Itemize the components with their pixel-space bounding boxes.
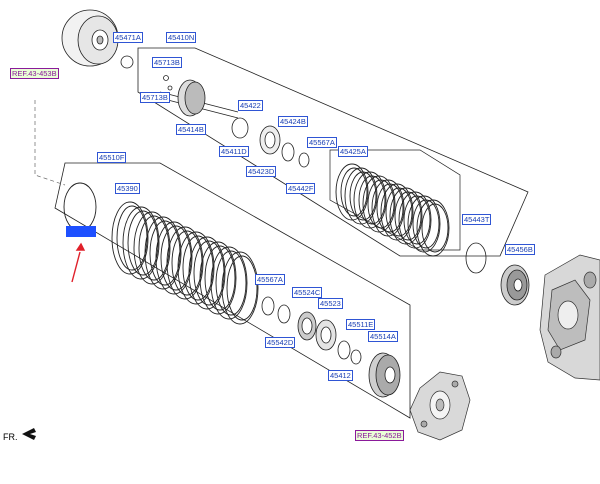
- clutch-plate: [380, 183, 414, 241]
- part-label-45390[interactable]: 45390: [115, 183, 140, 194]
- drum-45514A: [368, 352, 401, 398]
- part-label-45713B-top[interactable]: 45713B: [152, 57, 182, 68]
- part-label-45443T[interactable]: 45443T: [462, 214, 492, 225]
- front-arrow-icon: [22, 428, 36, 440]
- part-label-45510F[interactable]: 45510F: [97, 152, 127, 163]
- clutch-plate-inner: [182, 235, 214, 301]
- part-label-45422[interactable]: 45422: [238, 100, 263, 111]
- clutch-plate-inner: [376, 183, 404, 233]
- part-label-45524C[interactable]: 45524C: [292, 287, 323, 298]
- part-label-45567A-bottom[interactable]: 45567A: [255, 274, 285, 285]
- clutch-plate: [144, 216, 182, 290]
- reference-link-top[interactable]: REF.43-453B: [10, 68, 59, 79]
- clutch-plate-inner: [421, 203, 449, 253]
- clutch-plate-inner: [358, 175, 386, 225]
- top-ring-parts: [231, 117, 310, 168]
- clutch-plate: [188, 236, 226, 310]
- clutch-plate-inner: [204, 245, 236, 311]
- clutch-plate-inner: [385, 187, 413, 237]
- part-label-45567A-top[interactable]: 45567A: [307, 137, 337, 148]
- group-frame-45510F: [54, 162, 411, 419]
- clutch-plate: [362, 175, 396, 233]
- clutch-plate: [133, 211, 171, 285]
- part-label-45514A[interactable]: 45514A: [368, 331, 398, 342]
- snap-ring-45624B: [63, 182, 97, 232]
- clutch-plate: [221, 251, 259, 325]
- clutch-plate-inner: [394, 191, 422, 241]
- clutch-plate-inner: [127, 210, 159, 276]
- part-label-45523[interactable]: 45523: [318, 298, 343, 309]
- snap-ring-45443T: [465, 242, 487, 274]
- clutch-pack-45425A: [335, 163, 450, 257]
- clutch-plate: [344, 167, 378, 225]
- part-label-45425A[interactable]: 45425A: [338, 146, 368, 157]
- transmission-case: [539, 254, 600, 381]
- clutch-plate-inner: [138, 215, 170, 281]
- part-label-45410N[interactable]: 45410N: [166, 32, 197, 43]
- clutch-plate-inner: [340, 167, 368, 217]
- part-label-45456B[interactable]: 45456B: [505, 244, 535, 255]
- snap-ring-45471A: [120, 55, 134, 69]
- indicator-arrow: [71, 242, 86, 283]
- clutch-plate-inner: [349, 171, 377, 221]
- clutch-plate-inner: [116, 205, 148, 271]
- clutch-plate: [389, 187, 423, 245]
- part-label-45542D[interactable]: 45542D: [265, 337, 296, 348]
- clutch-pack-45390: [111, 201, 259, 325]
- clutch-plate-inner: [367, 179, 395, 229]
- dashed-guide-line: [34, 100, 66, 186]
- part-label-45423D[interactable]: 45423D: [246, 166, 277, 177]
- clutch-plate-inner: [171, 230, 203, 296]
- reference-link-bottom[interactable]: REF.43-452B: [355, 430, 404, 441]
- part-label-45511E[interactable]: 45511E: [346, 319, 376, 330]
- gear-45456B: [500, 264, 530, 306]
- clutch-plate: [122, 206, 160, 280]
- bottom-ring-parts: [261, 296, 362, 365]
- part-label-45713B-bottom[interactable]: 45713B: [140, 92, 170, 103]
- clutch-plate: [199, 241, 237, 315]
- clutch-plate: [353, 171, 387, 229]
- part-label-45412[interactable]: 45412: [328, 370, 353, 381]
- part-label-45471A[interactable]: 45471A: [113, 32, 143, 43]
- oil-pump-housing: [409, 371, 471, 441]
- clutch-plate: [155, 221, 193, 295]
- clutch-plate: [111, 201, 149, 275]
- group-frame-45410N: [137, 47, 529, 257]
- torque-converter: [61, 9, 119, 67]
- group-frame-45425A: [329, 149, 461, 251]
- clutch-plate: [371, 179, 405, 237]
- part-label-45414B[interactable]: 45414B: [176, 124, 206, 135]
- clutch-plate: [398, 191, 432, 249]
- part-label-45411D[interactable]: 45411D: [219, 146, 249, 157]
- clutch-plate-inner: [160, 225, 192, 291]
- part-label-45624B-selected[interactable]: 45624B: [66, 226, 96, 237]
- clutch-plate: [335, 163, 369, 221]
- clutch-plate-inner: [226, 255, 258, 321]
- clutch-plate: [407, 195, 441, 253]
- clutch-plate-inner: [412, 199, 440, 249]
- clutch-plate-inner: [403, 195, 431, 245]
- front-direction-label: FR.: [3, 432, 18, 442]
- input-shaft-45414B: [159, 75, 239, 119]
- clutch-plate: [416, 199, 450, 257]
- part-label-45442F[interactable]: 45442F: [286, 183, 316, 194]
- clutch-plate-inner: [193, 240, 225, 306]
- part-label-45424B[interactable]: 45424B: [278, 116, 308, 127]
- clutch-plate: [210, 246, 248, 320]
- clutch-plate-inner: [215, 250, 247, 316]
- clutch-plate-inner: [149, 220, 181, 286]
- clutch-plate: [177, 231, 215, 305]
- clutch-plate: [166, 226, 204, 300]
